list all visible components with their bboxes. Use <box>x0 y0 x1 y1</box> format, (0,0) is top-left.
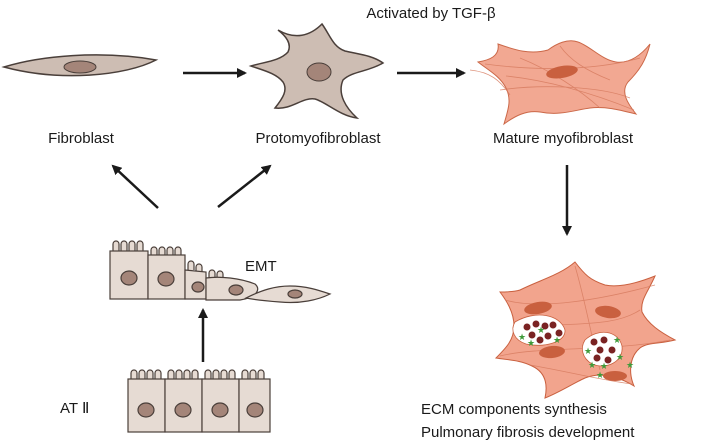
mature-myofibroblast-label: Mature myofibroblast <box>493 130 634 147</box>
svg-text:★: ★ <box>600 362 608 372</box>
pulmonary-fibrosis-label: Pulmonary fibrosis development <box>421 424 635 441</box>
at2-cells <box>127 369 271 433</box>
at2-label: AT Ⅱ <box>60 400 89 417</box>
emt-cells <box>109 240 332 304</box>
arrow-emt-to-proto <box>217 164 272 208</box>
protomyofibroblast-label: Protomyofibroblast <box>255 130 381 147</box>
svg-text:★: ★ <box>588 361 596 371</box>
protomyofibroblast-cell <box>248 22 385 120</box>
activated-by-tgf-beta-label: Activated by TGF-β <box>366 5 496 22</box>
svg-text:★: ★ <box>626 361 634 371</box>
svg-text:★: ★ <box>537 326 545 336</box>
arrow-emt-to-fibroblast <box>111 164 159 209</box>
svg-text:★: ★ <box>613 336 621 346</box>
svg-text:★: ★ <box>553 336 561 346</box>
svg-text:★: ★ <box>527 339 535 349</box>
svg-text:★: ★ <box>584 347 592 357</box>
svg-text:★: ★ <box>518 333 526 343</box>
ecm-stars: ★★★ ★★★ ★★★ ★★ <box>518 326 634 381</box>
ecm-synthesis-label: ECM components synthesis <box>421 401 607 418</box>
mature-myofibroblast-cell <box>469 40 651 126</box>
fibroblast-cell <box>1 54 159 77</box>
svg-text:★: ★ <box>616 353 624 363</box>
fibroblast-label: Fibroblast <box>48 130 115 147</box>
fibrosis-cluster: ★★★ ★★★ ★★★ ★★ <box>494 261 677 399</box>
svg-text:★: ★ <box>596 371 604 381</box>
ecm-dots <box>523 320 616 364</box>
emt-label: EMT <box>245 258 277 275</box>
